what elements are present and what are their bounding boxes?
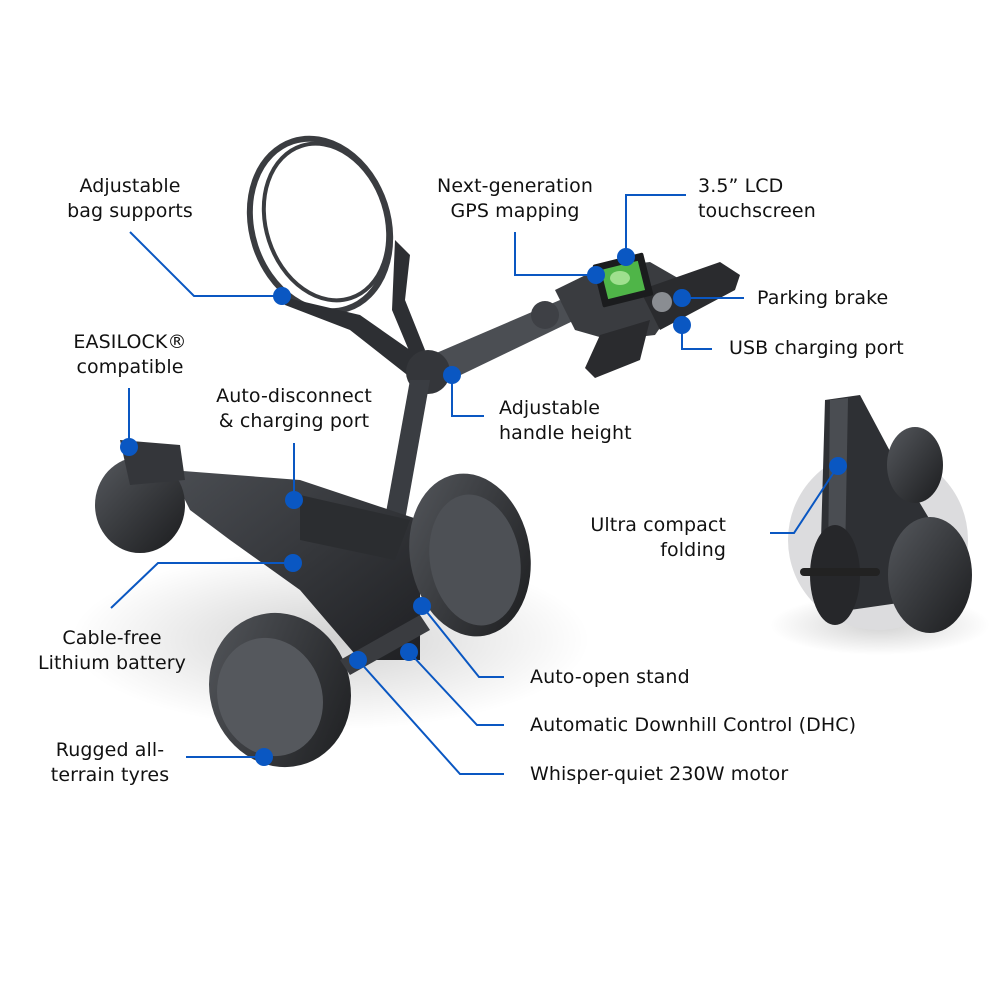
callout-dot-bag-supports: [273, 287, 291, 305]
callout-dot-parking-brake: [673, 289, 691, 307]
leader-lcd: [625, 194, 686, 256]
callout-dot-easilock: [120, 438, 138, 456]
callout-dot-auto-disconnect: [285, 491, 303, 509]
callout-dot-motor: [349, 651, 367, 669]
callout-easilock: EASILOCK® compatible: [73, 331, 187, 378]
callout-dot-gps-mapping: [587, 266, 605, 284]
callout-usb-charging-port: USB charging port: [729, 337, 904, 359]
callout-handle-height: Adjustable handle height: [499, 397, 632, 444]
leader-battery: [110, 562, 293, 609]
callout-lcd-touchscreen: 3.5” LCD touchscreen: [698, 175, 816, 222]
callout-parking-brake: Parking brake: [757, 287, 889, 309]
callout-motor: Whisper-quiet 230W motor: [530, 763, 789, 785]
leader-motor: [357, 659, 504, 775]
callout-gps-mapping: Next-generation GPS mapping: [437, 175, 593, 222]
leader-compact-folding: [770, 465, 839, 534]
callout-dot-compact-folding: [829, 457, 847, 475]
leader-handle-height: [451, 375, 484, 417]
callout-auto-open-stand: Auto-open stand: [530, 666, 690, 688]
callout-dot-dhc: [400, 643, 418, 661]
callout-downhill-control: Automatic Downhill Control (DHC): [530, 714, 857, 736]
callout-dot-handle-height: [443, 366, 461, 384]
callout-dot-usb: [673, 316, 691, 334]
callout-compact-folding: Ultra compact folding: [590, 514, 726, 561]
callout-dot-auto-open-stand: [413, 597, 431, 615]
callout-dot-lcd: [617, 248, 635, 266]
bag-support-ring: [246, 135, 394, 315]
leader-dhc: [408, 651, 504, 726]
callout-tyres: Rugged all- terrain tyres: [50, 739, 170, 786]
callout-lithium-battery: Cable-free Lithium battery: [37, 627, 187, 674]
callout-bag-supports: Adjustable bag supports: [67, 175, 193, 222]
leader-auto-open-stand: [421, 605, 504, 678]
callout-auto-disconnect: Auto-disconnect & charging port: [216, 385, 372, 432]
leader-gps-mapping: [514, 232, 596, 276]
leader-bag-supports: [129, 231, 282, 297]
callout-dot-tyres: [255, 748, 273, 766]
callout-dot-battery: [284, 554, 302, 572]
